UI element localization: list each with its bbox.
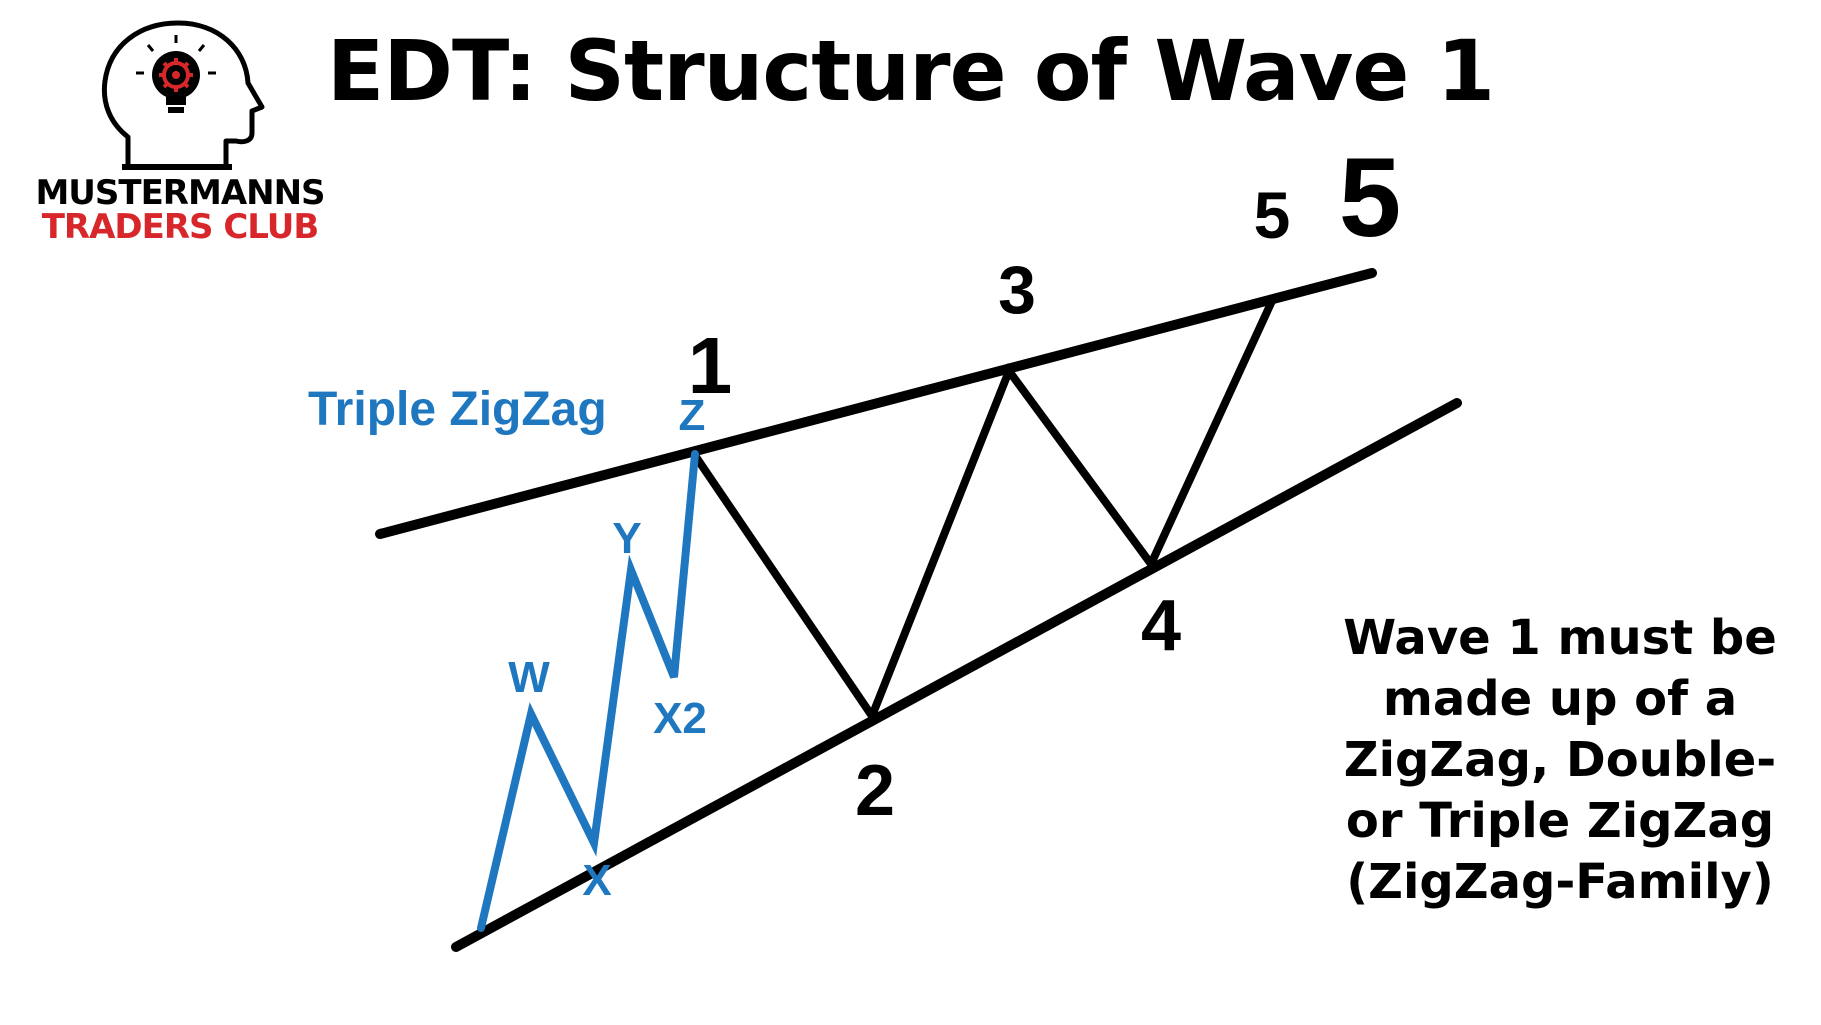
brand-logo: MUSTERMANNS TRADERS CLUB — [30, 15, 330, 250]
logo-text-traders-club: TRADERS CLUB — [41, 207, 320, 247]
explanation-note: Wave 1 must be made up of a ZigZag, Doub… — [1320, 608, 1800, 913]
wave-label-5-large: 5 — [1339, 135, 1401, 260]
upper-trendline — [375, 268, 1377, 539]
subwave-label-w: W — [508, 653, 550, 702]
wave-label-1: 1 — [688, 321, 733, 410]
subwave-label-z: Z — [679, 391, 706, 440]
note-line-3: ZigZag, Double- — [1343, 732, 1777, 788]
page-title: EDT: Structure of Wave 1 — [326, 22, 1495, 120]
subwave-label-x2: X2 — [653, 694, 707, 743]
note-line-4: or Triple ZigZag — [1345, 793, 1775, 849]
note-line-1: Wave 1 must be — [1343, 610, 1777, 666]
note-line-5: (ZigZag-Family) — [1346, 854, 1774, 910]
subwave-label-x: X — [582, 856, 611, 905]
main-wave-path — [690, 297, 1276, 725]
subwave-title: Triple ZigZag — [308, 383, 607, 436]
note-line-2: made up of a — [1382, 671, 1738, 727]
lower-trendline — [451, 398, 1462, 952]
logo-text-mustermanns: MUSTERMANNS — [35, 173, 325, 213]
wave-label-5-small: 5 — [1254, 178, 1291, 252]
wave-label-4: 4 — [1141, 586, 1181, 666]
wave-label-3: 3 — [998, 252, 1036, 328]
subwave-label-y: Y — [612, 514, 641, 563]
head-with-lightbulb-gear-icon — [101, 20, 265, 170]
triple-zigzag-path — [477, 450, 699, 932]
wave-label-2: 2 — [855, 751, 895, 831]
